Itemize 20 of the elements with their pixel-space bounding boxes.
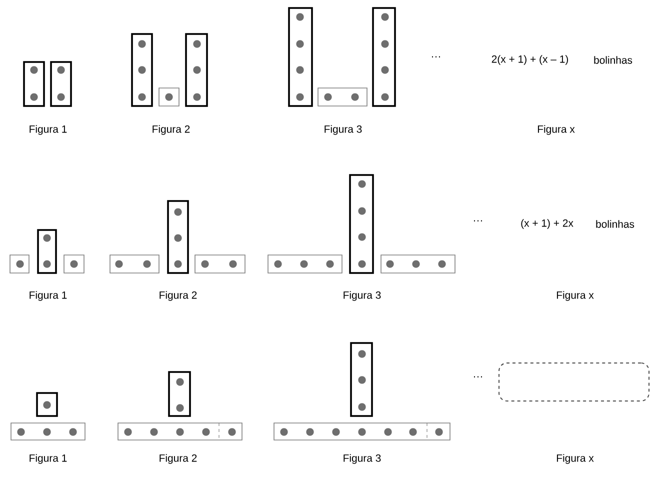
label-text: ··· — [432, 56, 440, 58]
label-text: 2(x + 1) + (x – 1) — [492, 55, 568, 65]
label-text: (x + 1) + 2x — [521, 219, 574, 229]
label-text: ··· — [474, 376, 482, 378]
label-text: Figura x — [556, 291, 594, 301]
label-text: Figura 3 — [344, 454, 381, 464]
label-text: bolinhas — [594, 56, 632, 64]
label-text: Figura x — [538, 125, 575, 135]
label-text: Figura 1 — [30, 125, 67, 135]
label-text: Figura 3 — [324, 125, 362, 135]
label-text: ··· — [474, 220, 482, 222]
label-text: bolinhas — [596, 220, 634, 228]
label-text: Figura x — [556, 454, 594, 464]
label-text: Figura 1 — [30, 291, 67, 301]
label-text: Figura 1 — [30, 454, 67, 464]
label-text: Figura 2 — [152, 125, 190, 135]
label-text: Figura 2 — [160, 454, 197, 464]
answer-box — [498, 362, 650, 402]
label-text: Figura 3 — [344, 291, 381, 301]
label-text: Figura 2 — [160, 291, 197, 301]
